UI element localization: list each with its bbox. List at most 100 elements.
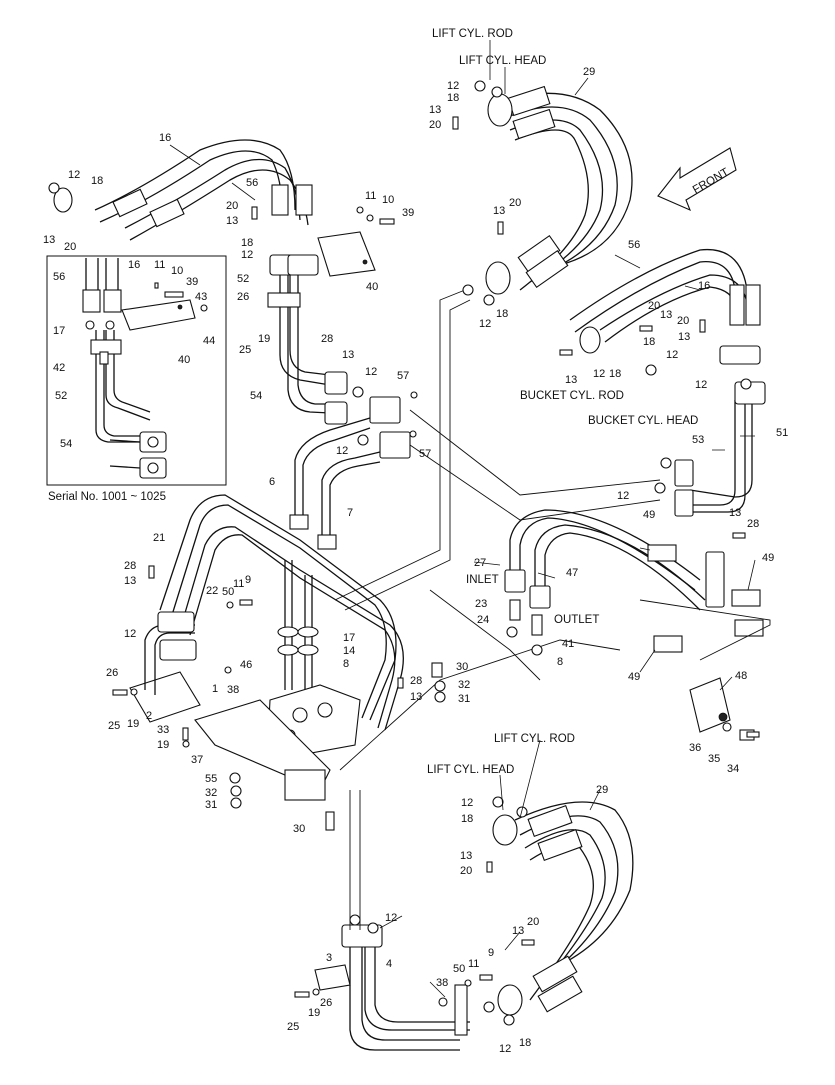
callout-11: 11 — [468, 958, 479, 970]
callout-52: 52 — [55, 390, 67, 402]
callout-31: 31 — [205, 799, 217, 811]
callout-12: 12 — [68, 169, 80, 181]
callout-12: 12 — [336, 445, 348, 457]
callout-12: 12 — [666, 349, 678, 361]
callout-36: 36 — [689, 742, 701, 754]
lift-cyl-head-top-label: LIFT CYL. HEAD — [459, 55, 546, 67]
callout-11: 11 — [154, 259, 165, 271]
callout-49: 49 — [628, 671, 640, 683]
callout-9: 9 — [488, 947, 494, 959]
callout-46: 46 — [240, 659, 252, 671]
callout-29: 29 — [583, 66, 595, 78]
callout-24: 24 — [477, 614, 489, 626]
callout-32: 32 — [458, 679, 470, 691]
callout-12: 12 — [461, 797, 473, 809]
callout-20: 20 — [509, 197, 521, 209]
lift-cyl-head-bottom-label: LIFT CYL. HEAD — [427, 764, 514, 776]
callout-22: 22 — [206, 585, 218, 597]
callout-labels: LIFT CYL. ROD LIFT CYL. HEAD BUCKET CYL.… — [48, 28, 698, 776]
callout-21: 21 — [153, 532, 165, 544]
callout-20: 20 — [429, 119, 441, 131]
callout-20: 20 — [226, 200, 238, 212]
callout-38: 38 — [227, 684, 239, 696]
callout-25: 25 — [239, 344, 251, 356]
bucket-cyl-head-label: BUCKET CYL. HEAD — [588, 415, 698, 427]
callout-18: 18 — [496, 308, 508, 320]
callout-50: 50 — [222, 586, 234, 598]
callout-48: 48 — [735, 670, 747, 682]
bracket-48 — [689, 677, 755, 741]
callout-12: 12 — [695, 379, 707, 391]
callout-29: 29 — [596, 784, 608, 796]
outlet-label: OUTLET — [554, 614, 599, 626]
callout-41: 41 — [562, 638, 574, 650]
callout-56: 56 — [53, 271, 65, 283]
callout-54: 54 — [250, 390, 262, 402]
lift-cylinder-hoses-bottom — [492, 801, 634, 1016]
callout-6: 6 — [269, 476, 275, 488]
callout-50: 50 — [453, 963, 465, 975]
callout-30: 30 — [293, 823, 305, 835]
callout-7: 7 — [347, 507, 353, 519]
callout-19: 19 — [258, 333, 270, 345]
callout-13: 13 — [410, 691, 422, 703]
callout-13: 13 — [565, 374, 577, 386]
callout-43: 43 — [195, 291, 207, 303]
callout-12: 12 — [499, 1043, 511, 1055]
callout-47: 47 — [566, 567, 578, 579]
callout-53: 53 — [692, 434, 704, 446]
callout-11: 11 — [365, 190, 376, 202]
callout-20: 20 — [527, 916, 539, 928]
callout-13: 13 — [729, 507, 741, 519]
callout-13: 13 — [460, 850, 472, 862]
callout-57: 57 — [397, 370, 409, 382]
callout-52: 52 — [237, 273, 249, 285]
callout-18: 18 — [643, 336, 655, 348]
callout-16: 16 — [159, 132, 171, 144]
callout-17: 17 — [53, 325, 65, 337]
inlet-outlet-tubes — [504, 509, 764, 653]
callout-40: 40 — [366, 281, 378, 293]
callout-12: 12 — [593, 368, 605, 380]
callout-28: 28 — [747, 518, 759, 530]
callout-2: 2 — [146, 710, 152, 722]
callout-12: 12 — [617, 490, 629, 502]
callout-19: 19 — [157, 739, 169, 751]
lift-cylinder-hoses-top — [485, 85, 633, 295]
control-valve-assembly — [129, 396, 411, 801]
small-fittings — [48, 80, 760, 1026]
callout-12: 12 — [447, 80, 459, 92]
callout-26: 26 — [106, 667, 118, 679]
callout-18: 18 — [447, 92, 459, 104]
callout-8: 8 — [343, 658, 349, 670]
callout-1: 1 — [212, 683, 218, 695]
callout-28: 28 — [410, 675, 422, 687]
callout-25: 25 — [287, 1021, 299, 1033]
front-arrow: FRONT — [657, 147, 737, 212]
callout-44: 44 — [203, 335, 215, 347]
callout-13: 13 — [226, 215, 238, 227]
callout-10: 10 — [171, 265, 183, 277]
callout-20: 20 — [677, 315, 689, 327]
callout-18: 18 — [461, 813, 473, 825]
callout-19: 19 — [127, 718, 139, 730]
callout-12: 12 — [241, 249, 253, 261]
callout-18: 18 — [91, 175, 103, 187]
inset-panel — [46, 255, 227, 486]
callout-12: 12 — [365, 366, 377, 378]
callout-14: 14 — [343, 645, 355, 657]
pipes-3-4 — [314, 924, 470, 1051]
leader-lines — [169, 40, 756, 998]
callout-32: 32 — [205, 787, 217, 799]
serial-number-label: Serial No. 1001 ~ 1025 — [48, 491, 166, 503]
callout-34: 34 — [727, 763, 739, 775]
callout-28: 28 — [321, 333, 333, 345]
bucket-hoses-right — [569, 248, 761, 365]
callout-37: 37 — [191, 754, 203, 766]
callout-13: 13 — [512, 925, 524, 937]
callout-16: 16 — [698, 280, 710, 292]
routing-lines — [334, 289, 771, 930]
callout-12: 12 — [385, 912, 397, 924]
callout-39: 39 — [402, 207, 414, 219]
